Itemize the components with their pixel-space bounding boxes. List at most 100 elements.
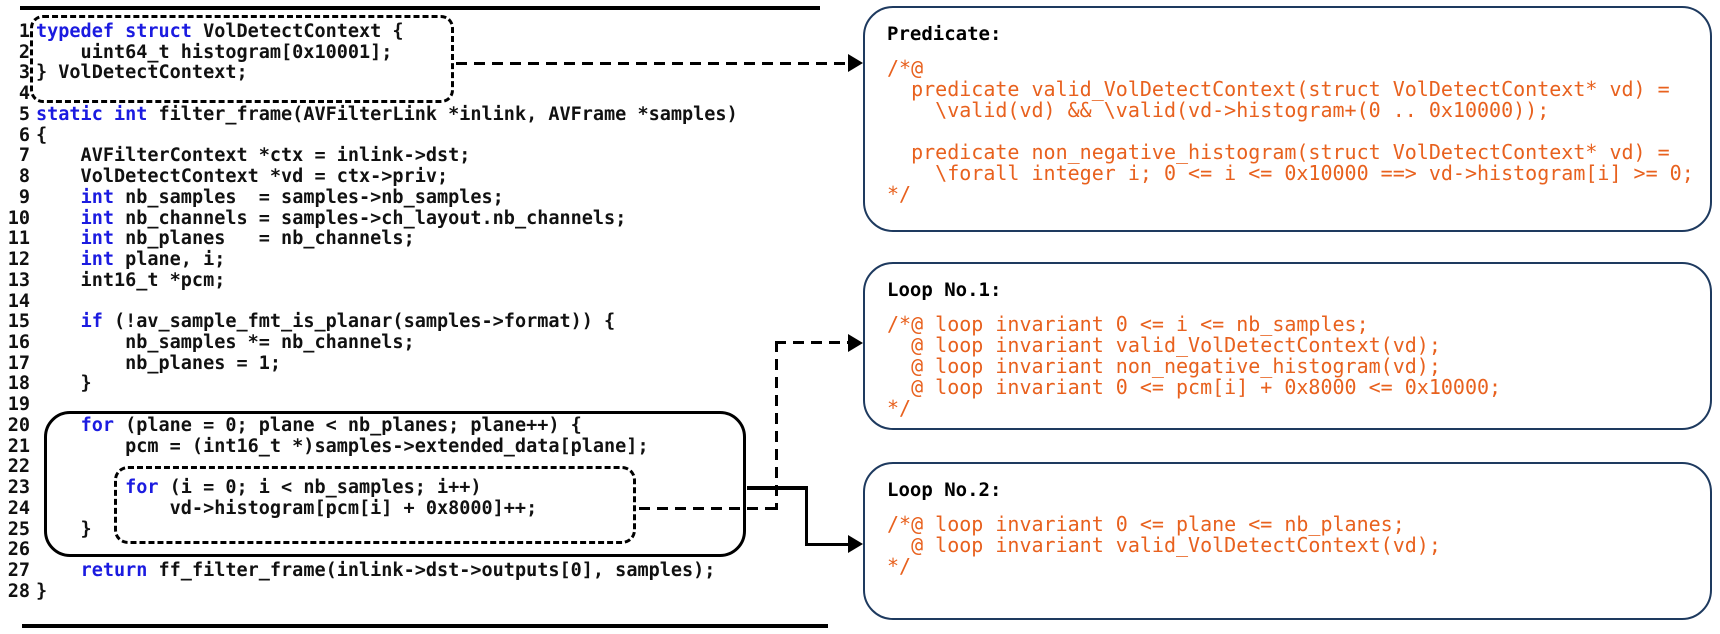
code-text: VolDetectContext *vd = ctx->priv; (36, 166, 449, 188)
code-line: 20 for (plane = 0; plane < nb_planes; pl… (6, 414, 826, 437)
code-line: 18 } (6, 374, 826, 395)
struct-typedef-outline (30, 15, 454, 103)
code-line: 16 nb_samples *= nb_channels; (6, 332, 826, 354)
line-number: 4 (18, 83, 30, 105)
outerloop-to-loop2-arrowhead-icon (848, 535, 863, 553)
code-text: pcm = (int16_t *)samples->extended_data[… (36, 435, 649, 457)
code-text: for (i = 0; i < nb_samples; i++) (125, 477, 482, 499)
code-line: 25 } (6, 518, 826, 541)
code-line: 3 } VolDetectContext; (6, 63, 826, 84)
code-line: 15 if (!av_sample_fmt_is_planar(samples-… (6, 311, 826, 333)
line-number: 19 (7, 394, 30, 416)
loop2-acsl-code: /*@ loop invariant 0 <= plane <= nb_plan… (887, 512, 1441, 578)
line-number: 21 (7, 435, 30, 457)
code-text: AVFilterContext *ctx = inlink->dst; (36, 145, 471, 167)
code-line: 1 typedef struct VolDetectContext { (6, 21, 826, 43)
line-number: 16 (7, 332, 30, 354)
loop1-acsl-code: /*@ loop invariant 0 <= i <= nb_samples;… (887, 312, 1502, 420)
code-line: 5 static int filter_frame(AVFilterLink *i… (6, 103, 826, 126)
code-text: uint64_t histogram[0x10001]; (36, 41, 393, 63)
code-line: 10 int nb_channels = samples->ch_layout.… (6, 207, 826, 230)
code-line: 7 AVFilterContext *ctx = inlink->dst; (6, 146, 826, 167)
line-number: 8 (18, 166, 30, 188)
inner-loop-outline (114, 466, 636, 544)
code-text: for (plane = 0; plane < nb_planes; plane… (80, 414, 582, 436)
outerloop-connector-segment-1 (747, 486, 808, 490)
outerloop-connector-segment-3 (804, 542, 849, 546)
predicate-acsl-code: /*@ predicate valid_VolDetectContext(str… (887, 56, 1694, 206)
line-number: 5 (18, 103, 30, 125)
code-line: 2 uint64_t histogram[0x10001]; (6, 41, 826, 64)
outer-loop-outline (44, 411, 746, 557)
code-text: { (36, 124, 48, 146)
line-number: 7 (18, 145, 30, 167)
outerloop-connector-segment-2 (804, 486, 808, 546)
code-text: nb_planes = 1; (36, 352, 282, 374)
code-line: 13 int16_t *pcm; (6, 269, 826, 292)
code-line: 24 vd->histogram[pcm[i] + 0x8000]++; (6, 497, 826, 520)
code-line: 19 (6, 394, 826, 416)
code-line: 4 (6, 83, 826, 105)
line-number: 26 (7, 539, 30, 561)
code-line: 6{ (6, 124, 826, 147)
innerloop-connector-segment-2 (775, 341, 778, 510)
code-text: } (36, 373, 92, 395)
code-text: static int filter_frame(AVFilterLink *in… (36, 103, 738, 125)
line-number: 24 (7, 497, 30, 519)
code-text: vd->histogram[pcm[i] + 0x8000]++; (36, 497, 538, 519)
line-number: 9 (18, 186, 30, 208)
line-number: 6 (18, 124, 30, 146)
code-line: 26 (6, 540, 826, 561)
line-number: 3 (18, 62, 30, 84)
line-number: 27 (7, 560, 30, 582)
struct-to-predicate-arrowhead-icon (848, 54, 863, 72)
code-line: 11 int nb_planes = nb_channels; (6, 228, 826, 250)
code-line: 8 VolDetectContext *vd = ctx->priv; (6, 166, 826, 188)
code-text: return ff_filter_frame(inlink->dst->outp… (80, 560, 716, 582)
bottom-rule (22, 624, 828, 628)
struct-to-predicate-connector (456, 61, 848, 65)
code-text: int nb_channels = samples->ch_layout.nb_… (80, 207, 627, 229)
code-line: 9 int nb_samples = samples->nb_samples; (6, 186, 826, 209)
innerloop-connector-segment-3 (775, 341, 848, 344)
code-line: 27 return ff_filter_frame(inlink->dst->o… (6, 560, 826, 582)
loop1-invariants-box: Loop No.1: /*@ loop invariant 0 <= i <= … (863, 262, 1712, 430)
line-number: 11 (7, 228, 30, 250)
line-number: 17 (7, 352, 30, 374)
line-number: 28 (7, 580, 30, 602)
top-rule (20, 6, 820, 10)
line-number: 2 (18, 41, 30, 63)
innerloop-to-loop1-arrowhead-icon (848, 333, 863, 352)
line-number: 10 (7, 207, 30, 229)
loop2-box-title: Loop No.2: (887, 479, 1002, 501)
line-number: 15 (7, 311, 30, 333)
code-text: int nb_samples = samples->nb_samples; (80, 186, 504, 208)
code-text: int nb_planes = nb_channels; (80, 228, 415, 250)
code-line: 23 for (i = 0; i < nb_samples; i++) (6, 477, 826, 499)
code-text: } (36, 580, 48, 602)
code-line: 17 nb_planes = 1; (6, 352, 826, 375)
code-line: 21 pcm = (int16_t *)samples->extended_da… (6, 435, 826, 458)
line-number: 13 (7, 269, 30, 291)
predicate-box: Predicate: /*@ predicate valid_VolDetect… (863, 6, 1712, 232)
code-text: int16_t *pcm; (36, 269, 226, 291)
line-number: 23 (7, 477, 30, 499)
loop1-box-title: Loop No.1: (887, 279, 1002, 301)
code-text: if (!av_sample_fmt_is_planar(samples->fo… (80, 311, 616, 333)
code-text: } VolDetectContext; (36, 62, 248, 84)
code-line: 28} (6, 580, 826, 603)
code-text: nb_samples *= nb_channels; (36, 332, 415, 354)
innerloop-connector-segment-1 (639, 506, 778, 510)
code-text: typedef struct VolDetectContext { (36, 21, 404, 42)
line-number: 20 (7, 414, 30, 436)
line-number: 12 (7, 249, 30, 271)
code-text: int plane, i; (80, 249, 226, 271)
loop2-invariants-box: Loop No.2: /*@ loop invariant 0 <= plane… (863, 462, 1712, 620)
line-number: 1 (18, 21, 30, 42)
line-number: 25 (7, 518, 30, 540)
line-number: 14 (7, 290, 30, 312)
line-number: 22 (7, 456, 30, 478)
line-number: 18 (7, 373, 30, 395)
code-text: } (36, 518, 92, 540)
